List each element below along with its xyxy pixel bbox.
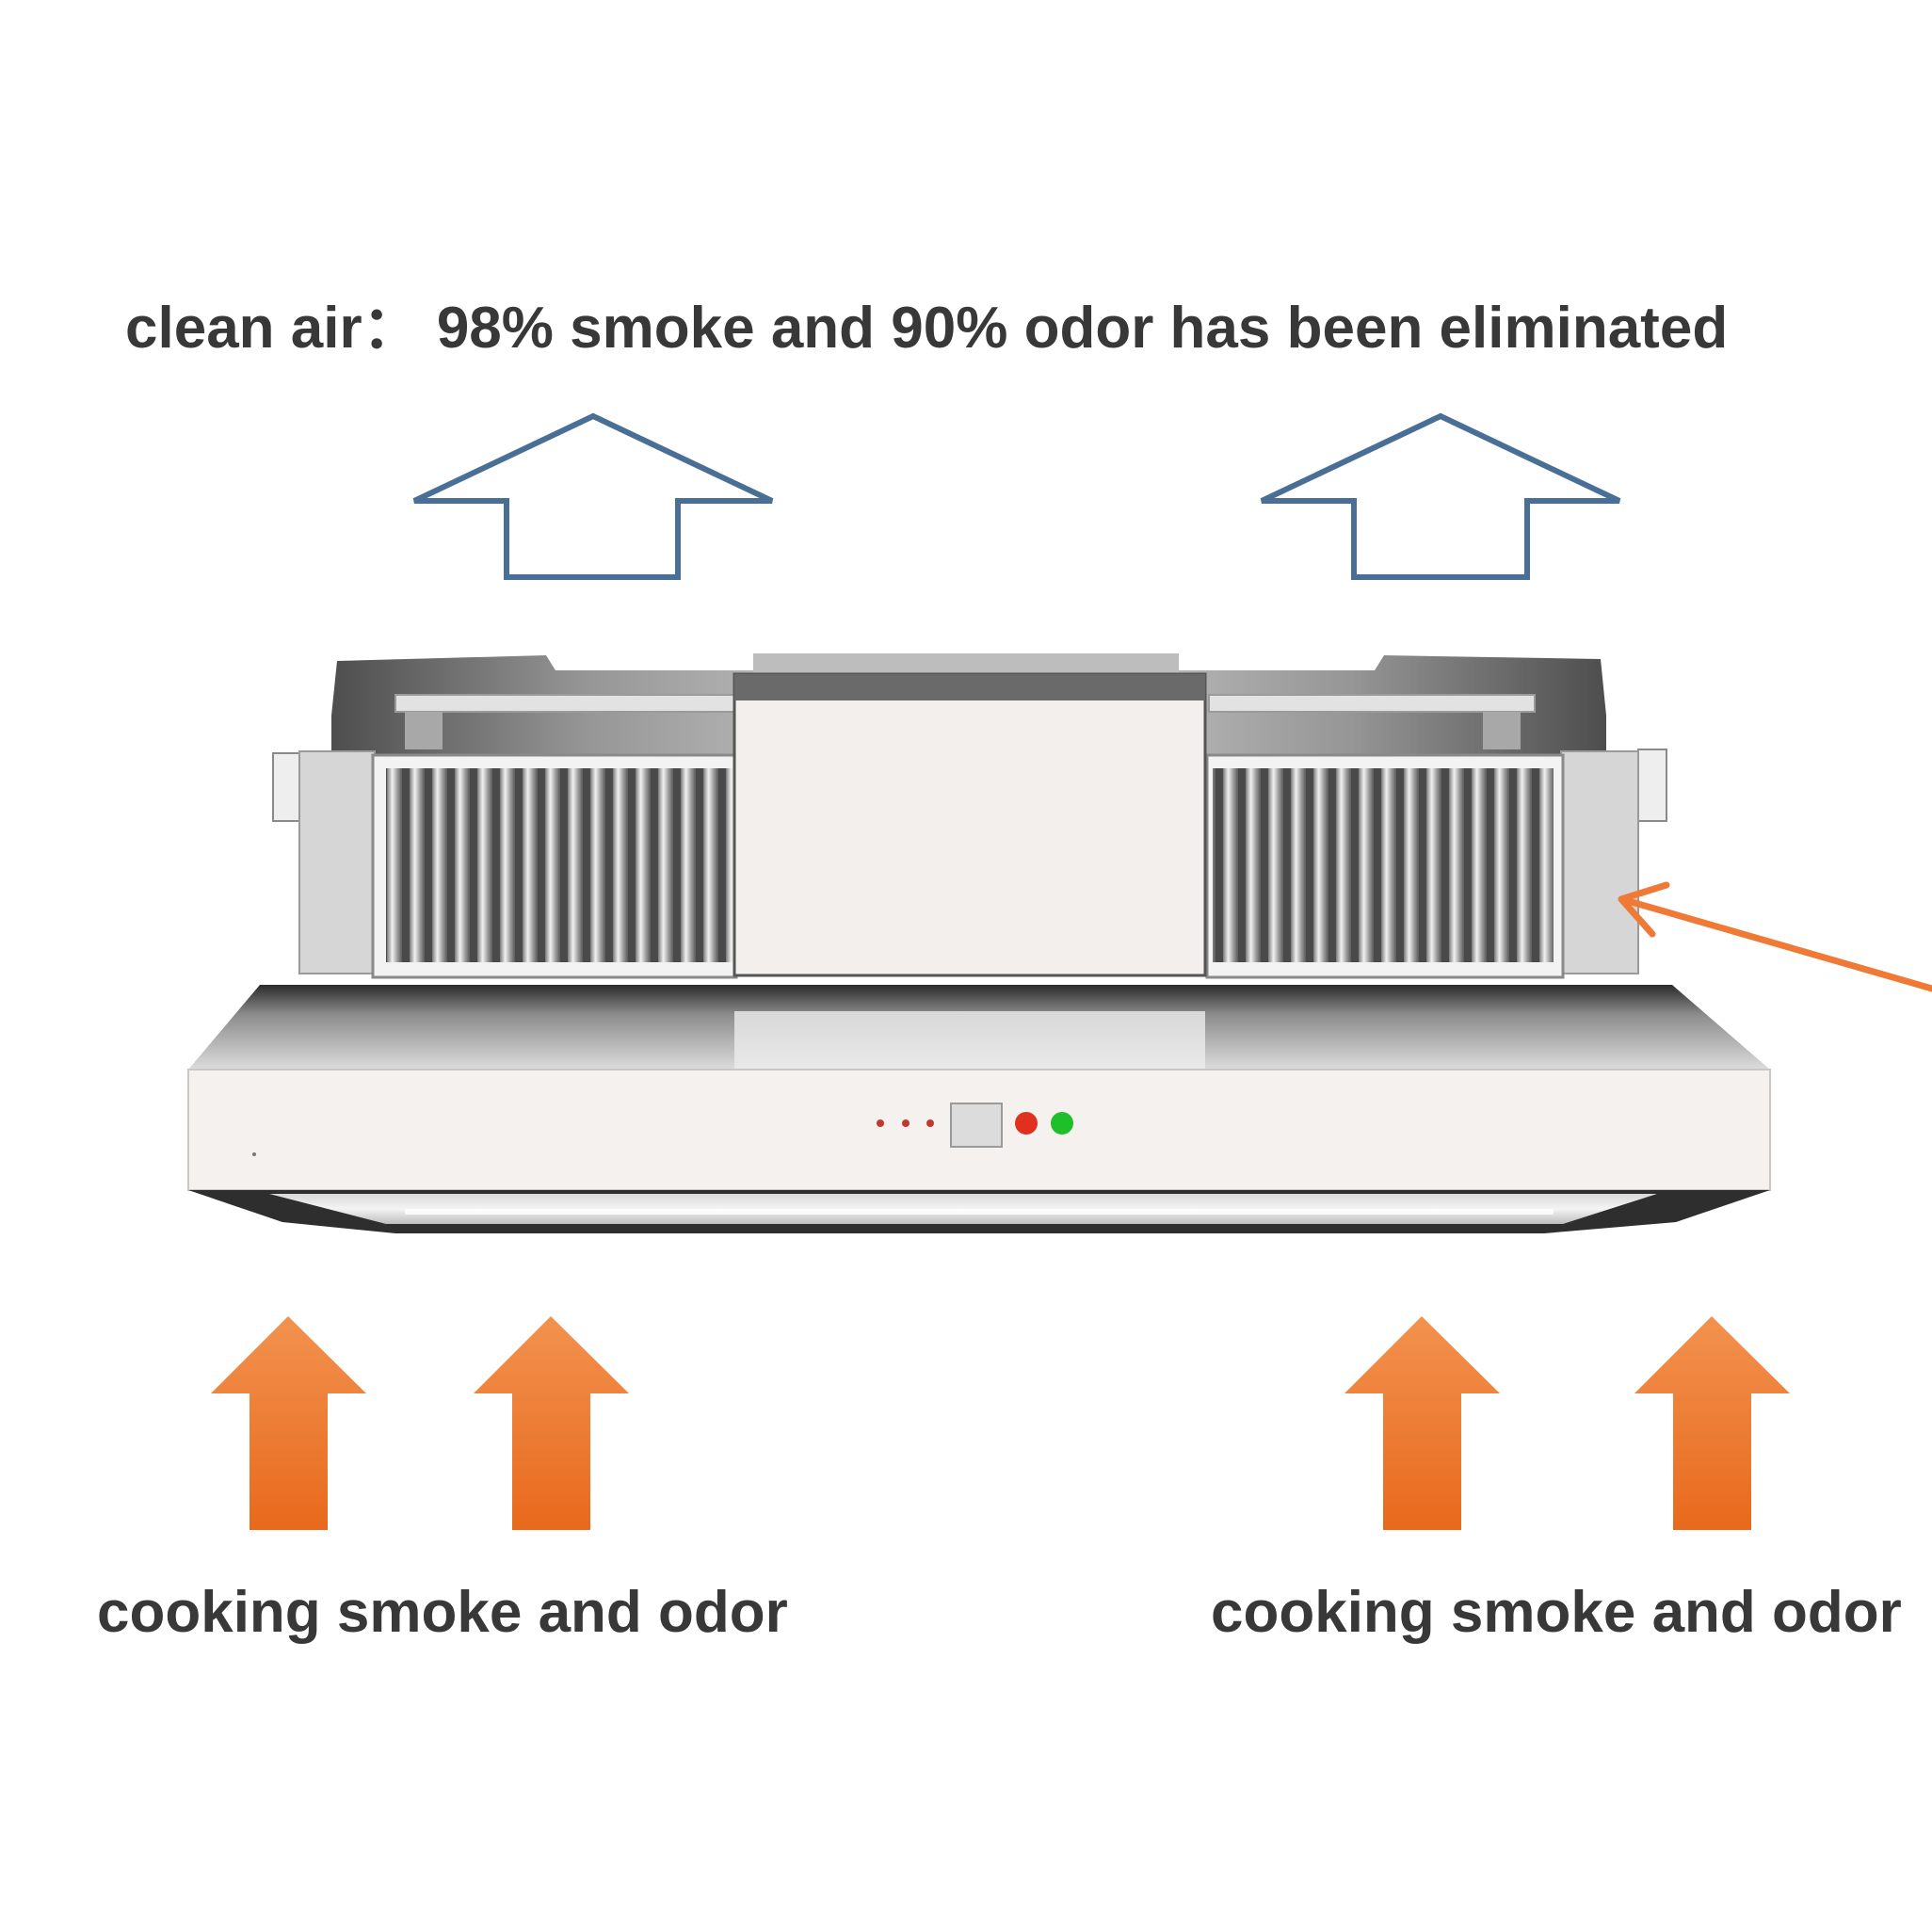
pointer-arrow-icon [1621,885,1932,989]
smoke-arrow-3-icon [1344,1316,1500,1530]
smoke-arrow-4-icon [1634,1316,1790,1530]
clean-air-arrow-left-icon [414,416,772,577]
smoke-label-right: cooking smoke and odor [1211,1584,1902,1642]
smoke-label-left: cooking smoke and odor [97,1584,788,1642]
clean-air-label: clean air： 98% smoke and 90% odor has be… [125,299,1728,358]
clean-air-arrow-right-icon [1262,416,1619,577]
smoke-arrow-1-icon [211,1316,366,1530]
smoke-arrow-2-icon [474,1316,629,1530]
range-hood-purifier-icon [188,653,1770,1233]
